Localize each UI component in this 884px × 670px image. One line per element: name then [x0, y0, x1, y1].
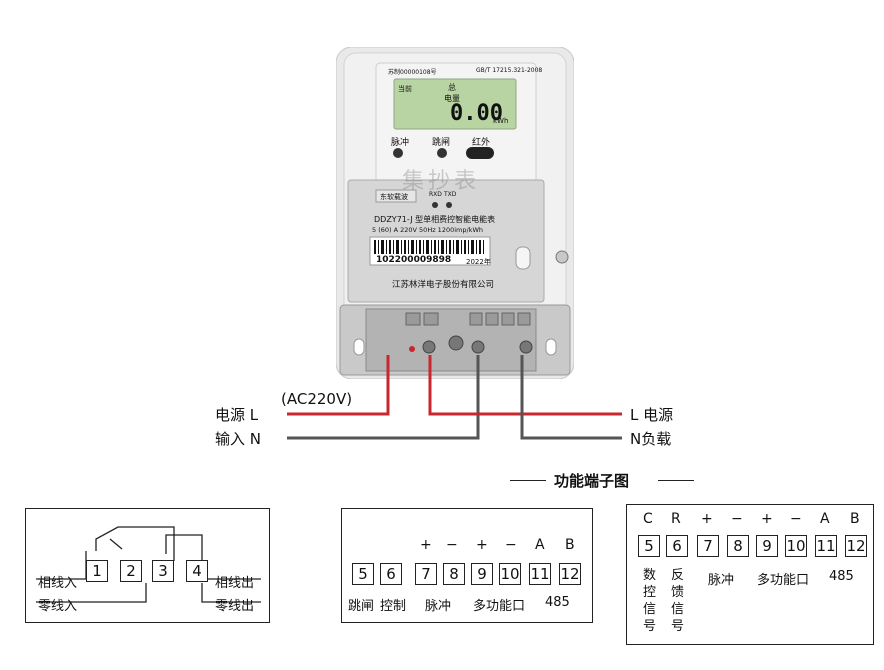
col5-char-1: 数 [643, 568, 657, 583]
pulse-label: 脉冲 [425, 599, 452, 614]
terminal-4: 4 [186, 560, 208, 582]
neutral-input-wire [287, 355, 480, 440]
terminal-7-top-plus: + [701, 511, 713, 527]
rs485-b-sign: B [565, 537, 575, 553]
ac-voltage-label: (AC220V) [281, 390, 353, 408]
certification-text: 苏制00000108号 [388, 69, 437, 76]
manufacture-year: 2022年 [466, 258, 491, 266]
lcd-reading: 0.00 [450, 101, 503, 126]
terminal-6: 6 [666, 535, 688, 557]
terminal-6-top-r: R [671, 511, 681, 527]
terminal-9-top-plus: + [761, 511, 773, 527]
col6-char-3: 信 [671, 602, 685, 617]
trip-indicator-label: 跳闸 [432, 138, 451, 148]
multi-minus-sign: − [505, 537, 517, 553]
title-rule-left [510, 480, 546, 481]
trip-label: 跳闸 [348, 599, 375, 614]
control-label: 控制 [380, 599, 407, 614]
multi-function-label: 多功能口 [757, 573, 810, 588]
pulse-plus-sign: + [420, 537, 432, 553]
load-l-label: L 电源 [630, 406, 674, 424]
digital-control-signal-label: 数 控 信 号 [643, 567, 656, 635]
live-output-wire [428, 355, 622, 416]
lcd-energy-label: 电量 [444, 94, 460, 103]
manufacturer-name: 江苏林洋电子股份有限公司 [392, 280, 495, 290]
col5-char-3: 信 [643, 602, 657, 617]
multi-plus-sign: + [476, 537, 488, 553]
neutral-output-wire [520, 355, 622, 440]
module-brand: 东软载波 [380, 193, 408, 201]
neutral-in-label: 零线入 [38, 599, 78, 614]
energy-meter: 苏制00000108号 GB/T 17215.321-2008 当前 总 电量 … [335, 46, 575, 380]
lcd-current-label: 当前 [398, 85, 412, 93]
serial-number: 102200009898 [376, 255, 452, 265]
meter-spec: 5 (60) A 220V 50Hz 1200imp/kWh [372, 226, 483, 234]
feedback-signal-label: 反 馈 信 号 [671, 567, 684, 635]
terminal-10: 10 [785, 535, 807, 557]
terminal-8: 8 [443, 563, 465, 585]
terminal-1: 1 [86, 560, 108, 582]
rs485-a-sign: A [535, 537, 545, 553]
terminal-11-top-a: A [820, 511, 830, 527]
phase-in-label: 相线入 [38, 576, 78, 591]
col5-char-2: 控 [643, 585, 657, 600]
power-input-n-label: 输入 N [215, 430, 261, 448]
meter-model: DDZY71-J 型单相费控智能电能表 [374, 215, 496, 224]
load-n-label: N负载 [630, 430, 672, 448]
standard-text: GB/T 17215.321-2008 [476, 67, 543, 74]
terminal-12: 12 [845, 535, 867, 557]
terminal-10-top-minus: − [790, 511, 802, 527]
pulse-minus-sign: − [446, 537, 458, 553]
meter-body-graphic [335, 46, 575, 380]
pulse-label: 脉冲 [708, 573, 735, 588]
title-rule-right [658, 480, 694, 481]
terminal-9: 9 [756, 535, 778, 557]
terminal-8-top-minus: − [731, 511, 743, 527]
live-input-wire [287, 355, 390, 416]
terminal-3: 3 [152, 560, 174, 582]
terminal-7: 7 [697, 535, 719, 557]
terminal-5: 5 [352, 563, 374, 585]
terminal-7: 7 [415, 563, 437, 585]
lcd-total-label: 总 [448, 83, 456, 92]
power-input-l-label: 电源 L [215, 406, 259, 424]
pulse-indicator-label: 脉冲 [391, 138, 410, 148]
multi-function-label: 多功能口 [473, 599, 526, 614]
rs485-label: 485 [545, 595, 570, 610]
auxiliary-terminal-diagram: + − + − A B 5 6 7 8 9 10 11 12 跳闸 控制 脉冲 … [341, 508, 593, 623]
neutral-out-label: 零线出 [215, 599, 255, 614]
terminal-8: 8 [727, 535, 749, 557]
phase-out-label: 相线出 [215, 576, 255, 591]
extended-terminal-diagram: C R + − + − A B 5 6 7 8 9 10 11 12 数 控 信… [626, 504, 874, 645]
col5-char-4: 号 [643, 619, 657, 634]
col6-char-1: 反 [671, 568, 685, 583]
txd-label: TXD [444, 191, 457, 198]
col6-char-2: 馈 [671, 585, 685, 600]
terminal-9: 9 [471, 563, 493, 585]
rxd-label: RXD [429, 191, 442, 198]
terminal-10: 10 [499, 563, 521, 585]
infrared-port-label: 红外 [472, 138, 491, 148]
terminal-5-top-c: C [643, 511, 653, 527]
lcd-unit: kWh [493, 117, 509, 125]
terminal-6: 6 [380, 563, 402, 585]
terminal-12: 12 [559, 563, 581, 585]
rs485-label: 485 [829, 569, 854, 584]
terminal-11: 11 [815, 535, 837, 557]
terminal-11: 11 [529, 563, 551, 585]
wiring-lines [287, 355, 622, 440]
function-terminal-title: 功能端子图 [554, 472, 630, 490]
terminal-5: 5 [638, 535, 660, 557]
main-wiring-diagram: 1 2 3 4 相线入 零线入 相线出 零线出 [25, 508, 270, 623]
watermark-text: 集抄表 [402, 169, 481, 194]
terminal-2: 2 [120, 560, 142, 582]
col6-char-4: 号 [671, 619, 685, 634]
terminal-12-top-b: B [850, 511, 860, 527]
